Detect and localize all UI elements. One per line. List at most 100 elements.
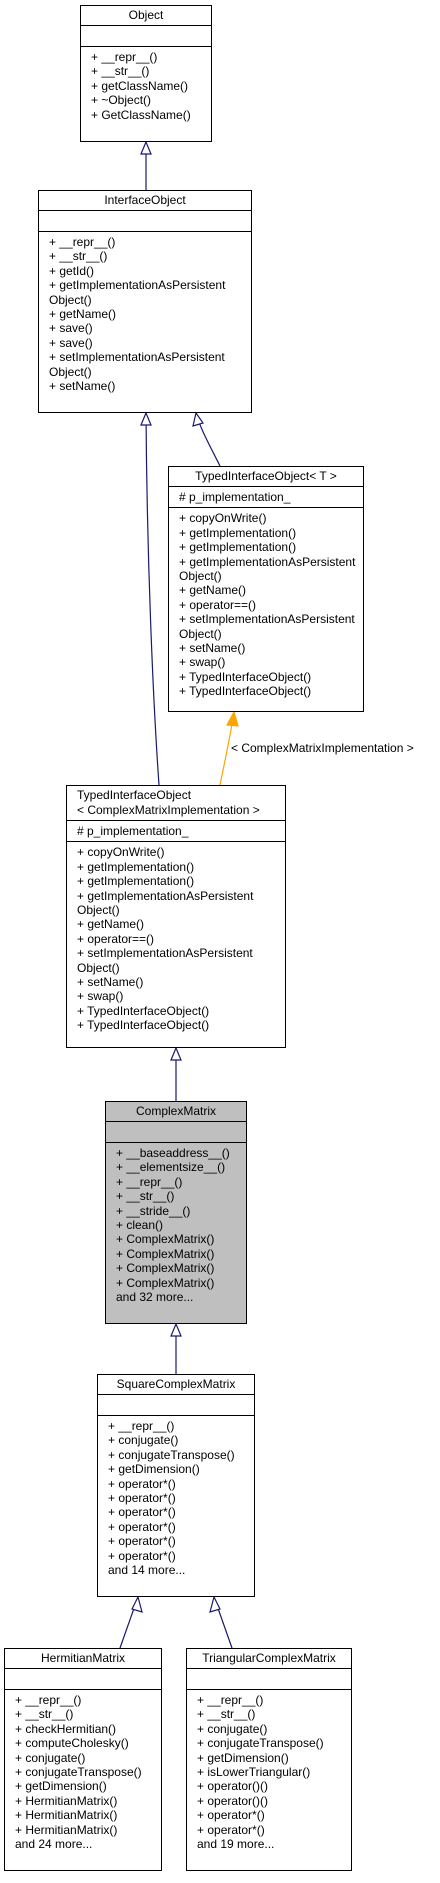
attributes-section — [5, 1668, 161, 1689]
method-item: + TypedInterfaceObject() — [179, 684, 312, 699]
method-item: + swap() — [179, 655, 226, 670]
class-title: SquareComplexMatrix — [116, 1377, 236, 1391]
method-item: and 32 more... — [116, 1290, 194, 1305]
method-item: + __str__() — [49, 249, 108, 264]
methods-section: + copyOnWrite() + getImplementation() + … — [67, 841, 285, 1035]
methods-section: + __repr__() + __str__() + checkHermitia… — [5, 1689, 161, 1854]
method-item: + ComplexMatrix() — [116, 1246, 215, 1261]
method-item: + conjugateTranspose() — [108, 1447, 235, 1462]
method-item: + GetClassName() — [91, 107, 191, 122]
attribute-item: # p_implementation_ — [179, 490, 291, 504]
method-item: + save() — [49, 335, 93, 350]
method-item: + checkHermitian() — [15, 1721, 117, 1736]
method-item: + operator*() — [108, 1519, 176, 1534]
method-item: + ComplexMatrix() — [116, 1275, 215, 1290]
method-item: + operator*() — [108, 1505, 176, 1520]
class-title: TypedInterfaceObject < ComplexMatrixImpl… — [77, 788, 260, 817]
method-item: + copyOnWrite() — [77, 845, 165, 860]
class-title: InterfaceObject — [104, 193, 186, 207]
method-item: + operator()() — [197, 1793, 269, 1808]
class-hermitian-matrix[interactable]: HermitianMatrix + __repr__() + __str__()… — [4, 1648, 162, 1871]
method-item: + __repr__() — [108, 1419, 175, 1433]
arrowhead-complexmatrix — [170, 1322, 182, 1337]
method-item: + __repr__() — [116, 1174, 183, 1189]
methods-section: + __baseaddress__() + __elementsize__() … — [106, 1142, 246, 1307]
method-item: + conjugateTranspose() — [197, 1736, 324, 1751]
class-triangular-complex-matrix[interactable]: TriangularComplexMatrix + __repr__() + _… — [186, 1648, 352, 1871]
method-item: + getImplementation() — [77, 859, 195, 874]
arrowhead-interfaceobject-right — [192, 411, 204, 427]
method-item: + __repr__() — [15, 1693, 82, 1707]
method-item: + getClassName() — [91, 78, 189, 93]
attributes-section — [98, 1394, 254, 1415]
method-item: + swap() — [77, 989, 124, 1004]
method-item: + getName() — [179, 583, 247, 598]
arrowhead-interfaceobject-left — [140, 411, 152, 426]
method-item: + getImplementationAsPersistent Object() — [179, 554, 356, 584]
method-item: + ~Object() — [91, 93, 152, 108]
class-title: HermitianMatrix — [40, 1651, 125, 1665]
method-item: + getDimension() — [197, 1750, 289, 1765]
class-typed-interface-object-t[interactable]: TypedInterfaceObject< T > # p_implementa… — [168, 466, 364, 712]
class-interface-object[interactable]: InterfaceObject + __repr__() + __str__()… — [38, 190, 252, 413]
method-item: + operator==() — [179, 597, 257, 612]
arrowhead-square-right — [209, 1595, 221, 1613]
method-item: + conjugate() — [15, 1750, 86, 1765]
class-object[interactable]: Object + __repr__() + __str__() + getCla… — [80, 5, 212, 142]
arrowhead-typedt — [226, 710, 239, 727]
method-item: + conjugate() — [197, 1721, 268, 1736]
method-item: + ComplexMatrix() — [116, 1232, 215, 1247]
methods-section: + __repr__() + __str__() + getId() + get… — [39, 231, 251, 396]
method-item: + conjugateTranspose() — [15, 1765, 142, 1780]
method-item: + ComplexMatrix() — [116, 1261, 215, 1276]
method-item: + getImplementationAsPersistent Object() — [49, 278, 226, 307]
methods-section: + __repr__() + conjugate() + conjugateTr… — [98, 1415, 254, 1580]
method-item: + getDimension() — [108, 1462, 200, 1477]
method-item: + setImplementationAsPersistent Object() — [179, 612, 355, 641]
method-item: + operator*() — [108, 1491, 176, 1506]
class-square-complex-matrix[interactable]: SquareComplexMatrix + __repr__() + conju… — [97, 1374, 255, 1597]
attributes-section — [39, 210, 251, 231]
method-item: + setImplementationAsPersistent Object() — [77, 946, 253, 975]
attributes-section: # p_implementation_ — [67, 820, 285, 841]
attributes-section — [81, 25, 211, 46]
method-item: + getName() — [49, 307, 117, 322]
class-typed-interface-object-complex-matrix-implementation[interactable]: TypedInterfaceObject < ComplexMatrixImpl… — [66, 785, 286, 1048]
method-item: + getImplementation() — [77, 874, 195, 889]
class-complex-matrix[interactable]: ComplexMatrix + __baseaddress__() + __el… — [105, 1101, 247, 1324]
method-item: + __str__() — [15, 1707, 74, 1722]
attribute-item: # p_implementation_ — [77, 824, 189, 838]
method-item: + getImplementation() — [179, 525, 297, 540]
method-item: + operator()() — [197, 1779, 269, 1794]
method-item: + operator*() — [108, 1534, 176, 1549]
method-item: + __stride__() — [116, 1203, 191, 1218]
method-item: + conjugate() — [108, 1433, 179, 1448]
method-item: + __str__() — [116, 1189, 175, 1204]
method-item: + TypedInterfaceObject() — [179, 669, 312, 684]
method-item: + HermitianMatrix() — [15, 1793, 118, 1808]
attributes-section — [187, 1668, 351, 1689]
method-item: + getId() — [49, 263, 95, 278]
method-item: + operator*() — [197, 1808, 265, 1823]
method-item: + TypedInterfaceObject() — [77, 1018, 210, 1033]
method-item: + computeCholesky() — [15, 1736, 129, 1751]
method-item: + isLowerTriangular() — [197, 1765, 311, 1780]
methods-section: + copyOnWrite() + getImplementation() + … — [169, 507, 363, 701]
edge-typedcmi-interfaceobject — [145, 412, 160, 786]
method-item: + __baseaddress__() — [116, 1146, 230, 1160]
method-item: + operator*() — [108, 1548, 176, 1563]
method-item: + getImplementation() — [179, 540, 297, 555]
methods-section: + __repr__() + __str__() + conjugate() +… — [187, 1689, 351, 1854]
method-item: + operator*() — [197, 1822, 265, 1837]
method-item: + copyOnWrite() — [179, 511, 267, 526]
method-item: + __repr__() — [49, 235, 116, 249]
method-item: + __repr__() — [91, 50, 158, 64]
method-item: + TypedInterfaceObject() — [77, 1003, 210, 1018]
class-title: Object — [128, 8, 164, 22]
method-item: + __repr__() — [197, 1693, 264, 1707]
method-item: + HermitianMatrix() — [15, 1822, 118, 1837]
method-item: + getDimension() — [15, 1779, 107, 1794]
methods-section: + __repr__() + __str__() + getClassName(… — [81, 46, 211, 125]
method-item: + getImplementationAsPersistent Object() — [77, 888, 254, 918]
